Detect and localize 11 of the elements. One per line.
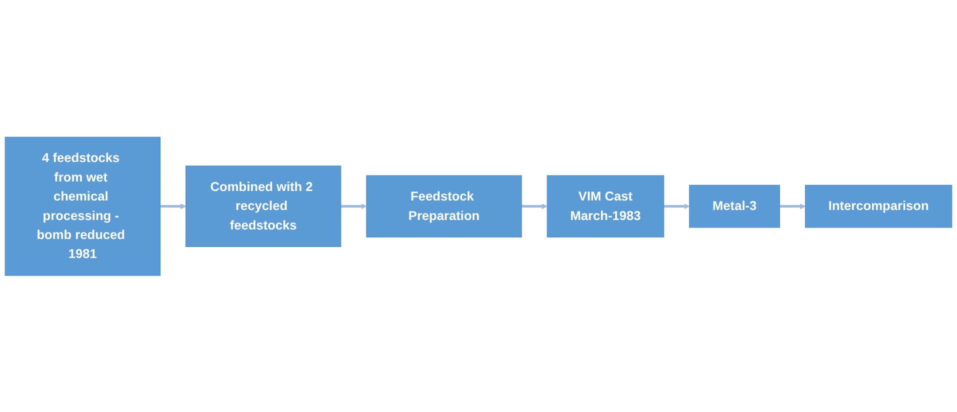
arrow xyxy=(160,203,186,209)
node-box: Metal-3 xyxy=(689,184,780,228)
node-box: 4 feedstocks from wet chemical processing - bomb reduced 1981 xyxy=(4,136,160,276)
node-box: VIM Cast March-1983 xyxy=(546,174,664,238)
arrow xyxy=(522,203,548,209)
arrow xyxy=(780,203,806,209)
node-box: Intercomparison xyxy=(805,184,952,228)
node-box: Combined with 2 recycled feedstocks xyxy=(186,165,342,247)
node-box: Feedstock Preparation xyxy=(366,174,522,238)
arrow xyxy=(664,203,690,209)
arrow xyxy=(340,203,367,209)
